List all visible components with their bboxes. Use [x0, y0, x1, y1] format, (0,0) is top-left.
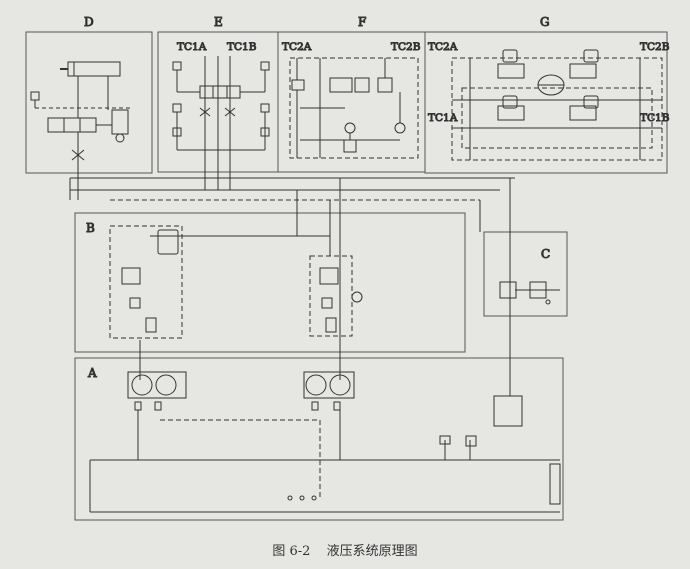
port-label-e-tc1a: TC1A: [177, 41, 207, 53]
main-pipelines: [69, 177, 560, 513]
section-f-box: [277, 31, 426, 173]
section-a-components: [127, 371, 561, 505]
section-e-label: E: [214, 15, 223, 29]
figure-title: 液压系统原理图: [326, 544, 418, 559]
section-g-label: G: [540, 15, 550, 29]
section-b-label: B: [86, 221, 95, 235]
port-label-g-tc1b: TC1B: [640, 112, 670, 124]
section-f-components: [289, 57, 419, 159]
section-b-components: [109, 225, 363, 339]
section-c-box: [483, 231, 568, 317]
section-d-box: [25, 31, 153, 174]
section-a-box: [74, 357, 564, 521]
section-e-components: [172, 56, 270, 190]
port-label-f-tc2b: TC2B: [391, 41, 421, 53]
section-a-label: A: [87, 366, 97, 380]
port-label-g-tc2a: TC2A: [428, 41, 458, 53]
section-g-box: [424, 31, 668, 174]
section-c-label: C: [541, 247, 550, 261]
section-b-box: [74, 212, 466, 353]
section-c-components: [499, 281, 560, 305]
port-label-g-tc1a: TC1A: [428, 112, 458, 124]
section-d-components: [30, 61, 130, 200]
port-label-e-tc1b: TC1B: [227, 41, 257, 53]
section-g-components: [451, 49, 663, 161]
port-label-g-tc2b: TC2B: [640, 41, 670, 53]
section-d-label: D: [84, 15, 94, 29]
figure-caption: 图 6-2 液压系统原理图: [0, 540, 690, 559]
section-f-label: F: [358, 15, 366, 29]
port-label-f-tc2a: TC2A: [282, 41, 312, 53]
figure-number: 图 6-2: [272, 544, 311, 559]
